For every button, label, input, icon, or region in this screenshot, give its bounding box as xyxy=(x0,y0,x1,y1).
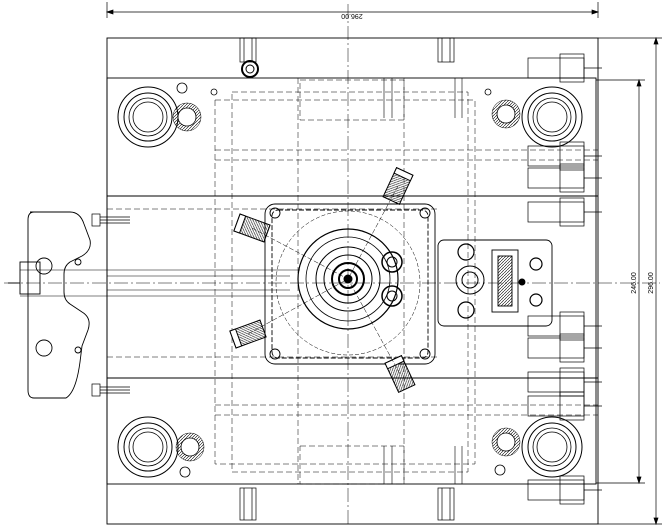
left-bolts xyxy=(91,213,130,397)
guide-pillar-top-right xyxy=(484,86,583,148)
outer-dashed-ring xyxy=(275,210,421,356)
guide-pillar-bottom-left xyxy=(117,416,205,478)
vertical-rods xyxy=(383,78,463,484)
horizontal-shaft xyxy=(20,269,300,297)
base-bosses xyxy=(381,251,403,307)
left-block xyxy=(8,211,91,399)
central-base xyxy=(264,203,436,365)
center-lines xyxy=(4,4,660,526)
right-fittings xyxy=(527,53,602,505)
right-outer-height-dimension xyxy=(598,36,662,526)
guide-pillar-top-left xyxy=(117,82,218,148)
right-inner-height-label: 246.00 xyxy=(631,272,638,294)
top-left-boss xyxy=(241,60,259,78)
top-width-label: 296.00 xyxy=(341,12,363,19)
top-width-dimension xyxy=(105,2,600,18)
central-nozzle xyxy=(297,228,399,330)
angled-guides xyxy=(247,185,401,375)
hidden-frames xyxy=(107,78,598,485)
right-slide-block xyxy=(437,239,553,327)
guide-pillar-bottom-right xyxy=(491,416,583,478)
right-inner-height-dimension xyxy=(596,78,645,485)
